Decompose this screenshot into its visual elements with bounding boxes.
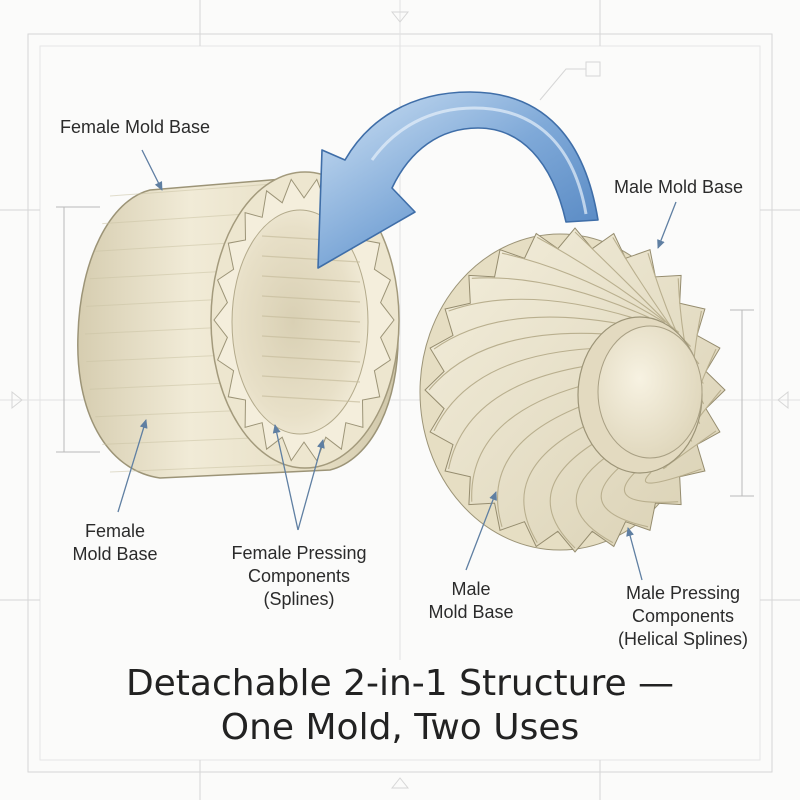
label-male-mold-base-bottom: Male Mold Base: [428, 579, 514, 623]
label-male-pressing-components: Male Pressing Components (Helical Spline…: [617, 583, 749, 650]
label-male-mold-base-top: Male Mold Base: [614, 177, 744, 197]
curved-assembly-arrow-icon: [317, 91, 599, 269]
pointer-lines: [117, 149, 677, 581]
label-female-pressing-components: Female Pressing Components (Splines): [231, 543, 367, 610]
pointer-male-top: [657, 201, 677, 249]
pointer-female-bottom: [117, 419, 148, 513]
pointer-female-spline-2: [297, 439, 325, 531]
pointer-female-top: [141, 149, 163, 191]
pointer-male-bottom: [465, 491, 497, 571]
label-female-mold-base-bottom: Female Mold Base: [72, 521, 158, 565]
pointer-female-spline-1: [272, 424, 299, 531]
male-helical-gear-part: [419, 227, 726, 553]
diagram-title: Detachable 2-in-1 Structure — One Mold, …: [125, 663, 675, 748]
dimension-lines: [56, 206, 754, 497]
pointer-male-pressing: [626, 527, 643, 581]
label-female-mold-base-top: Female Mold Base: [60, 117, 211, 137]
